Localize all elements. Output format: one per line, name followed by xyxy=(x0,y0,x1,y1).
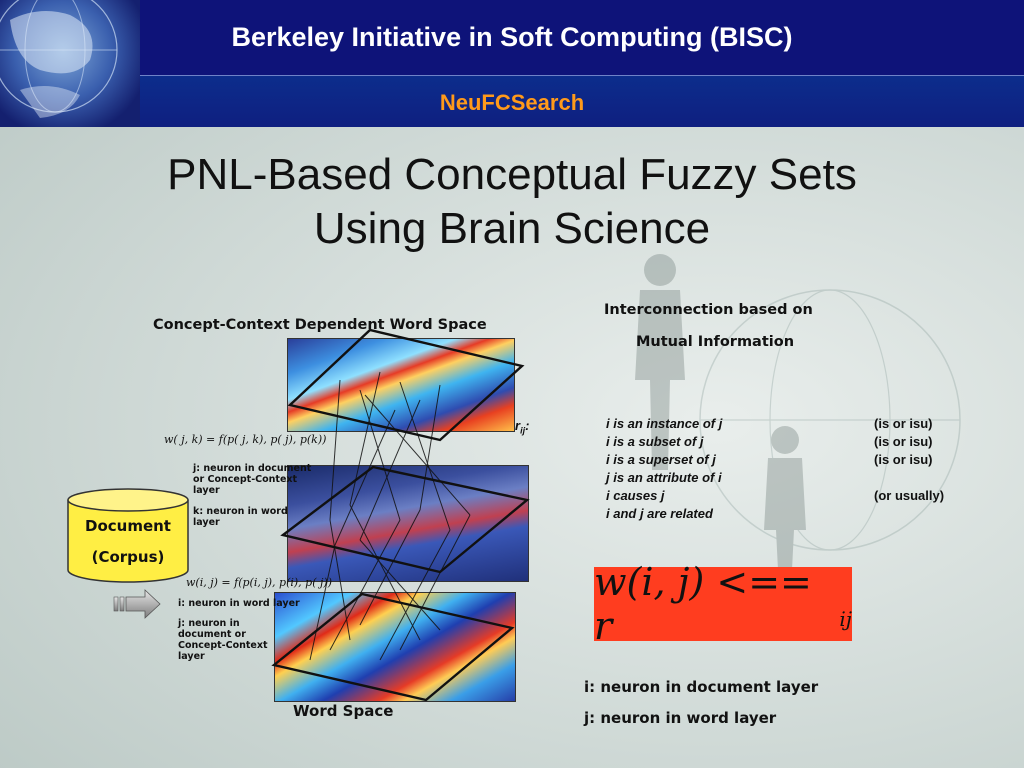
header-top-bar xyxy=(140,0,1024,76)
word-space-label: Word Space xyxy=(293,702,394,720)
relation-4: i causes j xyxy=(606,488,665,503)
legend-i: i: neuron in document layer xyxy=(584,678,819,696)
weight-assignment-formula-box: w(i, j) <== r ij xyxy=(594,560,852,648)
document-label: Document xyxy=(85,517,171,535)
rij-label: rij: xyxy=(515,418,530,436)
upper-note-j: j: neuron in document or Concept-Context… xyxy=(193,463,312,496)
corpus-label: (Corpus) xyxy=(91,548,165,566)
document-corpus-icon xyxy=(67,488,189,583)
slide-title-line1: PNL-Based Conceptual Fuzzy Sets xyxy=(167,150,857,199)
relation-2: i is a superset of j xyxy=(606,452,716,467)
document-plane-outline xyxy=(280,465,530,574)
interconnection-label-line2: Mutual Information xyxy=(636,334,795,350)
weight-assignment-formula: w(i, j) <== r xyxy=(594,560,812,648)
slide-header: Berkeley Initiative in Soft Computing (B… xyxy=(0,0,1024,127)
relation-0-qualifier: (is or isu) xyxy=(874,416,933,431)
relation-3: j is an attribute of i xyxy=(606,470,722,485)
header-subtitle: NeuFCSearch xyxy=(439,90,585,115)
background-globe-figure-icon xyxy=(635,254,961,570)
slide-title: PNL-Based Conceptual Fuzzy Sets Using Br… xyxy=(0,148,1024,256)
weight-assignment-formula-sub: ij xyxy=(839,607,852,631)
globe-logo-icon xyxy=(0,0,140,127)
relation-1: i is a subset of j xyxy=(606,434,704,449)
slide-title-line2: Using Brain Science xyxy=(313,204,711,253)
lower-weight-formula: w(i, j) = f(p(i, j), p(i), p( j)) xyxy=(186,576,332,589)
concept-space-label: Concept-Context Dependent Word Space xyxy=(153,317,487,333)
header-title: Berkeley Initiative in Soft Computing (B… xyxy=(231,22,793,52)
relation-2-qualifier: (is or isu) xyxy=(874,452,933,467)
upper-weight-formula: w( j, k) = f(p( j, k), p( j), p(k)) xyxy=(164,433,327,446)
right-arrow-icon xyxy=(113,589,161,619)
word-plane-outline xyxy=(271,592,515,702)
concept-plane-outline xyxy=(287,328,525,442)
relation-4-qualifier: (or usually) xyxy=(874,488,945,503)
legend-j: j: neuron in word layer xyxy=(584,709,777,727)
relation-5: i and j are related xyxy=(606,506,713,521)
interconnection-label-line1: Interconnection based on xyxy=(604,302,813,318)
relation-1-qualifier: (is or isu) xyxy=(874,434,933,449)
upper-note-k: k: neuron in word layer xyxy=(193,506,288,528)
header-sub-bar xyxy=(140,76,1024,127)
lower-note-i: i: neuron in word layer xyxy=(178,598,300,609)
document-layer-image xyxy=(287,465,529,582)
relation-0: i is an instance of j xyxy=(606,416,723,431)
lower-note-j: j: neuron in document or Concept-Context… xyxy=(178,618,268,662)
